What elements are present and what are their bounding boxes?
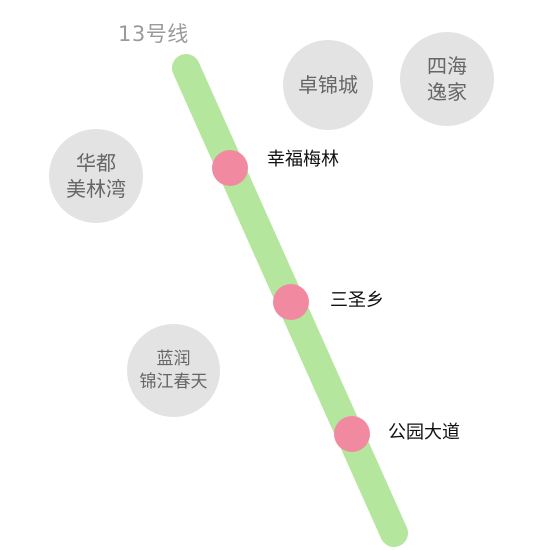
station-label-sanshengxiang[interactable]: 三圣乡 (330, 290, 384, 311)
station-label-gongyuandadao[interactable]: 公园大道 (388, 422, 460, 443)
landmark-label: 四海 (427, 54, 467, 78)
landmark-label: 锦江春天 (139, 371, 208, 392)
station-dot-gongyuandadao[interactable] (334, 416, 370, 452)
landmark-label: 美林湾 (66, 177, 126, 201)
station-dot-sanshengxiang[interactable] (273, 284, 309, 320)
landmark-label: 卓锦城 (298, 73, 358, 97)
landmark-label: 蓝润 (156, 349, 191, 370)
landmark-sihai-yijia[interactable]: 四海 逸家 (400, 32, 494, 126)
line-name-label: 13号线 (118, 22, 189, 46)
landmark-label: 逸家 (427, 80, 467, 104)
station-label-xingfumeilin[interactable]: 幸福梅林 (267, 149, 339, 170)
station-dot-xingfumeilin[interactable] (212, 150, 248, 186)
landmark-huadu-meilinwan[interactable]: 华都 美林湾 (49, 129, 143, 223)
landmark-lanrun-jinjiangchuntian[interactable]: 蓝润 锦江春天 (127, 324, 220, 417)
landmark-zhuojincheng[interactable]: 卓锦城 (283, 40, 373, 130)
landmark-label: 华都 (76, 151, 116, 175)
